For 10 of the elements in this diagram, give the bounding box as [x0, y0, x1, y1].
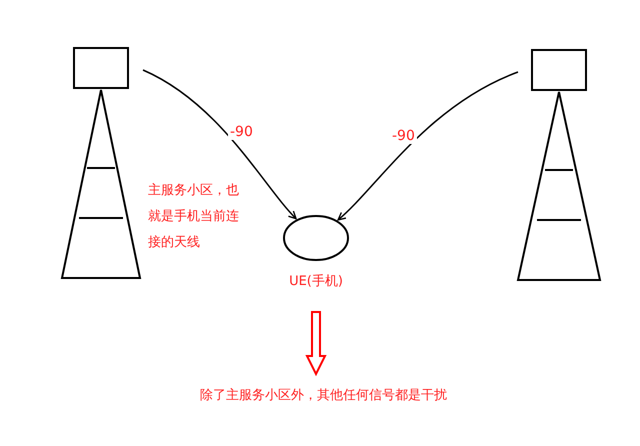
- tower-drawing: [60, 46, 142, 280]
- arrow: [337, 71, 518, 221]
- tower-drawing: [516, 48, 602, 282]
- edge-label: -90: [228, 124, 255, 140]
- edge-label: -90: [390, 128, 417, 144]
- annotation-text: 主服务小区，也就是手机当前连接的天线: [148, 182, 240, 252]
- arrow: [142, 69, 297, 220]
- note-text: 除了主服务小区外，其他任何信号都是干扰: [200, 386, 447, 404]
- block-arrow: [305, 311, 327, 376]
- node-caption: UE(手机): [288, 273, 344, 290]
